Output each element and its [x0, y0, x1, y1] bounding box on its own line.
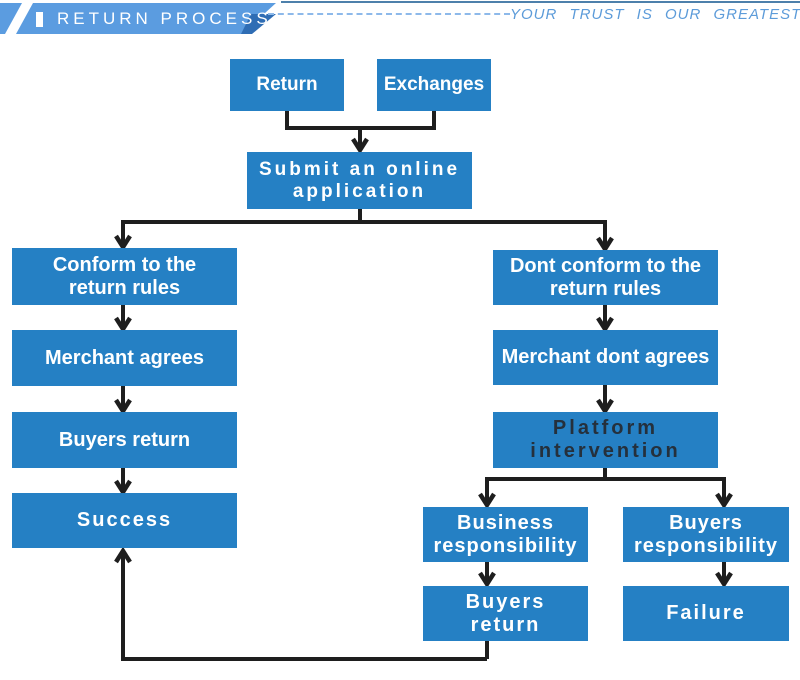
- node-conform-rules: Conform to the return rules: [12, 248, 237, 305]
- node-platform-intervention: Platform intervention: [493, 412, 718, 468]
- header-dashed-line: [268, 13, 510, 15]
- arrowhead-down-icon: [596, 316, 614, 334]
- title-bullet-bar-icon: [36, 12, 43, 27]
- node-merchant-agrees: Merchant agrees: [12, 330, 237, 386]
- arrowhead-down-icon: [478, 492, 496, 510]
- header-top-line: [281, 1, 800, 3]
- arrowhead-down-icon: [114, 316, 132, 334]
- connector-merge-top: [285, 111, 436, 147]
- arrowhead-up-icon: [114, 546, 132, 564]
- arrowhead-down-icon: [715, 492, 733, 510]
- node-business-responsibility: Business responsibility: [423, 507, 588, 562]
- arrowhead-down-icon: [114, 479, 132, 497]
- arrowhead-down-icon: [351, 137, 369, 155]
- node-success: Success: [12, 493, 237, 548]
- page-title: RETURN PROCESS: [57, 9, 272, 28]
- node-submit-application: Submit an online application: [247, 152, 472, 209]
- arrowhead-down-icon: [114, 234, 132, 252]
- arrowhead-down-icon: [715, 571, 733, 589]
- banner-diagonal-stripe: [5, 3, 33, 34]
- arrowhead-down-icon: [596, 236, 614, 254]
- node-return: Return: [230, 59, 344, 111]
- node-buyers-return-bottom: Buyers return: [423, 586, 588, 641]
- node-merchant-dont-agrees: Merchant dont agrees: [493, 330, 718, 385]
- connector-platform-split: [485, 468, 726, 501]
- connector-main-split: [121, 209, 607, 245]
- arrowhead-down-icon: [478, 571, 496, 589]
- node-buyers-return-left: Buyers return: [12, 412, 237, 468]
- node-exchanges: Exchanges: [377, 59, 491, 111]
- arrowhead-down-icon: [596, 398, 614, 416]
- connector-bottom-row: [485, 562, 726, 580]
- node-dont-conform-rules: Dont conform to the return rules: [493, 250, 718, 305]
- node-buyers-responsibility: Buyers responsibility: [623, 507, 789, 562]
- header-slogan: YOUR TRUST IS OUR GREATEST SUPPORT: [510, 6, 800, 23]
- arrowhead-down-icon: [114, 398, 132, 416]
- node-failure: Failure: [623, 586, 789, 641]
